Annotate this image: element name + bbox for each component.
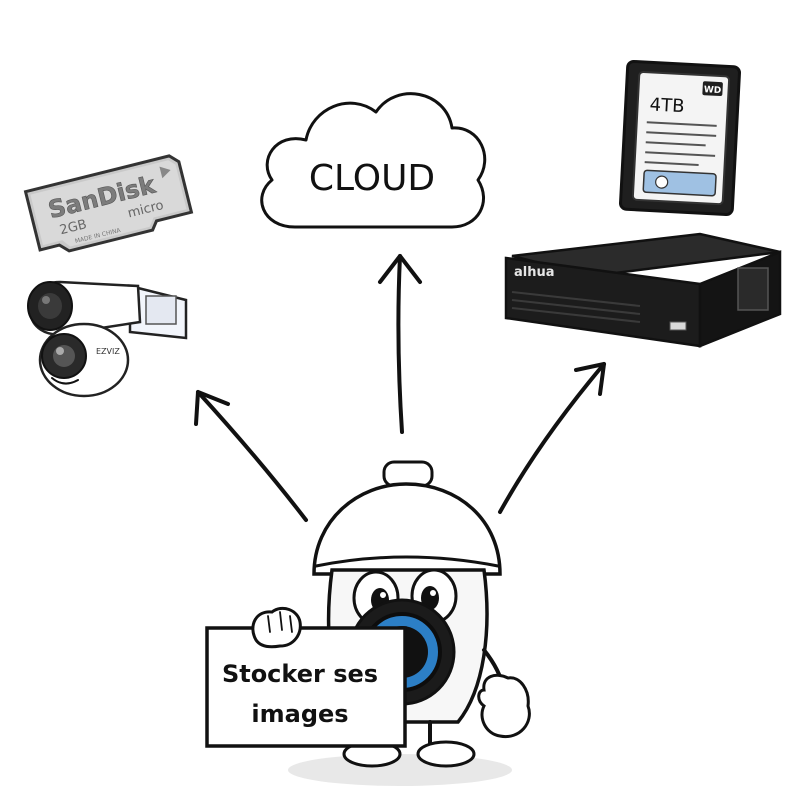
hard-drive-capacity: 4TB <box>649 94 685 117</box>
sd-card-capacity: 2GB <box>58 217 88 238</box>
sign-line-1: Stocker ses <box>222 660 378 688</box>
mascot-left-glove-icon <box>251 606 302 649</box>
arrows <box>194 254 606 522</box>
sign-board: Stocker ses images <box>205 626 407 748</box>
nvr-node: alhua <box>504 232 782 348</box>
sign-panel <box>205 626 407 748</box>
cloud-shape-icon <box>260 92 487 229</box>
bullet-camera-icon <box>27 280 188 340</box>
hard-drive-brand: WD <box>704 85 722 96</box>
mascot-right-glove-icon <box>477 673 531 739</box>
mascot-dome-icon <box>312 482 502 576</box>
nvr-brand: alhua <box>514 265 555 280</box>
camera-mascot: Stocker ses images <box>205 460 531 786</box>
hard-drive-logo <box>702 81 723 97</box>
mascot-right-foot-icon <box>416 740 476 768</box>
arrow-to-nvr <box>498 362 606 514</box>
dome-camera-icon: EZVIZ <box>38 322 130 398</box>
arrow-to-cloud <box>378 254 422 434</box>
ip-cameras-node: EZVIZ <box>27 280 188 398</box>
nvr-vent-lines <box>511 291 641 323</box>
nvr-usb-port-icon <box>669 321 687 331</box>
arrow-to-cameras <box>194 390 308 522</box>
sd-card-node: SanDisk 2GB micro MADE IN CHINA <box>23 154 194 253</box>
hard-drive-node: WD 4TB <box>619 59 741 217</box>
sign-line-2: images <box>251 700 348 728</box>
hard-drive-text-lines <box>644 121 717 167</box>
cloud-node: CLOUD <box>260 92 487 229</box>
ip-camera-brand: EZVIZ <box>96 347 120 356</box>
cloud-label: CLOUD <box>309 158 435 199</box>
